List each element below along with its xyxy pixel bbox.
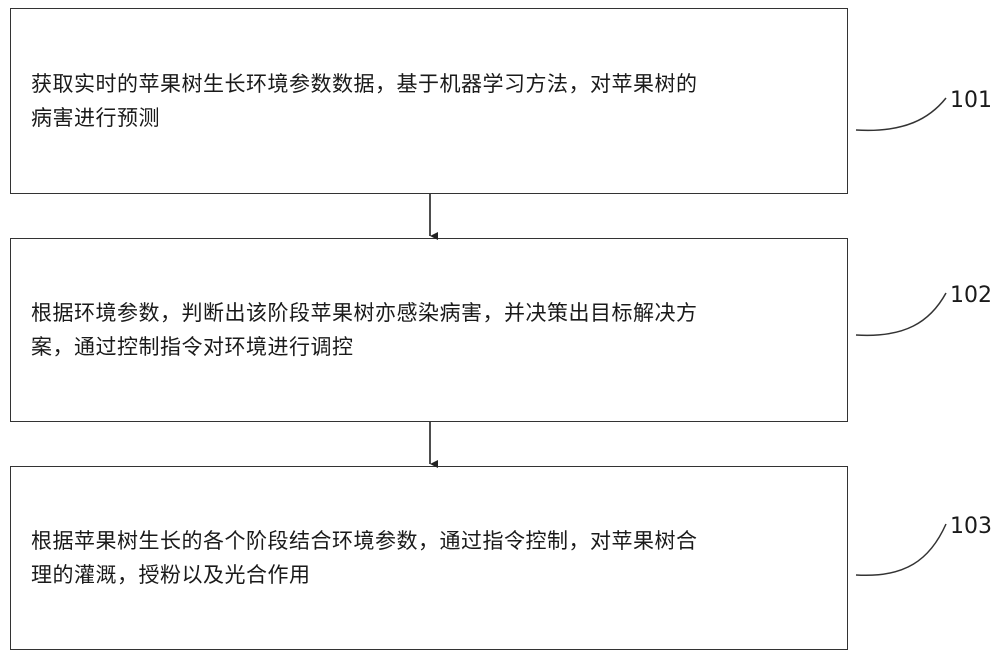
- step-box-102: 根据环境参数，判断出该阶段苹果树亦感染病害，并决策出目标解决方 案，通过控制指令…: [10, 238, 848, 422]
- step-text-103: 根据苹果树生长的各个阶段结合环境参数，通过指令控制，对苹果树合 理的灌溉，授粉以…: [31, 529, 698, 587]
- leader-line-101: [855, 97, 947, 132]
- leader-line-103: [855, 523, 947, 577]
- ref-label-102: 102: [950, 283, 992, 308]
- step-box-101: 获取实时的苹果树生长环境参数数据，基于机器学习方法，对苹果树的 病害进行预测: [10, 8, 848, 194]
- ref-label-101: 101: [950, 88, 992, 113]
- step-text-102: 根据环境参数，判断出该阶段苹果树亦感染病害，并决策出目标解决方 案，通过控制指令…: [31, 301, 698, 359]
- step-box-103: 根据苹果树生长的各个阶段结合环境参数，通过指令控制，对苹果树合 理的灌溉，授粉以…: [10, 466, 848, 650]
- ref-label-103: 103: [950, 514, 992, 539]
- step-text-101: 获取实时的苹果树生长环境参数数据，基于机器学习方法，对苹果树的 病害进行预测: [31, 72, 698, 130]
- leader-line-102: [855, 292, 947, 337]
